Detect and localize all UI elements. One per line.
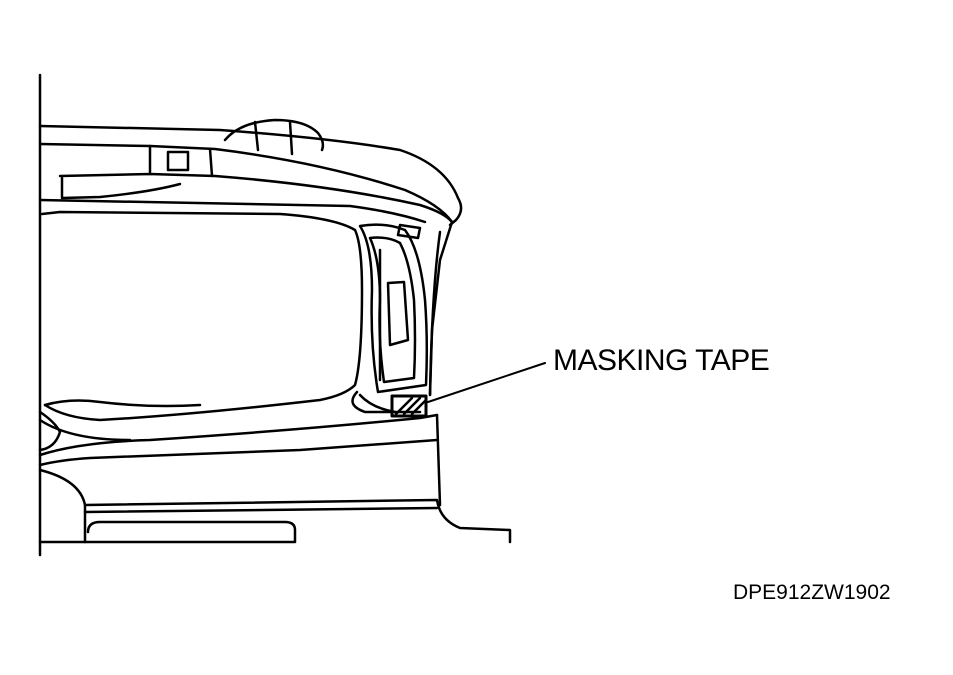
third-brake-light	[166, 150, 190, 172]
masking-tape-label: MASKING TAPE	[553, 344, 770, 377]
masking-tape-patch	[390, 394, 428, 418]
callout-leader-line	[427, 362, 546, 403]
rear-pillar	[428, 220, 454, 397]
figure-code: DPE912ZW1902	[733, 581, 891, 604]
tail-lamp	[358, 223, 429, 394]
roof-spoiler	[38, 118, 463, 227]
rear-window	[40, 210, 364, 422]
lower-body	[38, 390, 512, 544]
